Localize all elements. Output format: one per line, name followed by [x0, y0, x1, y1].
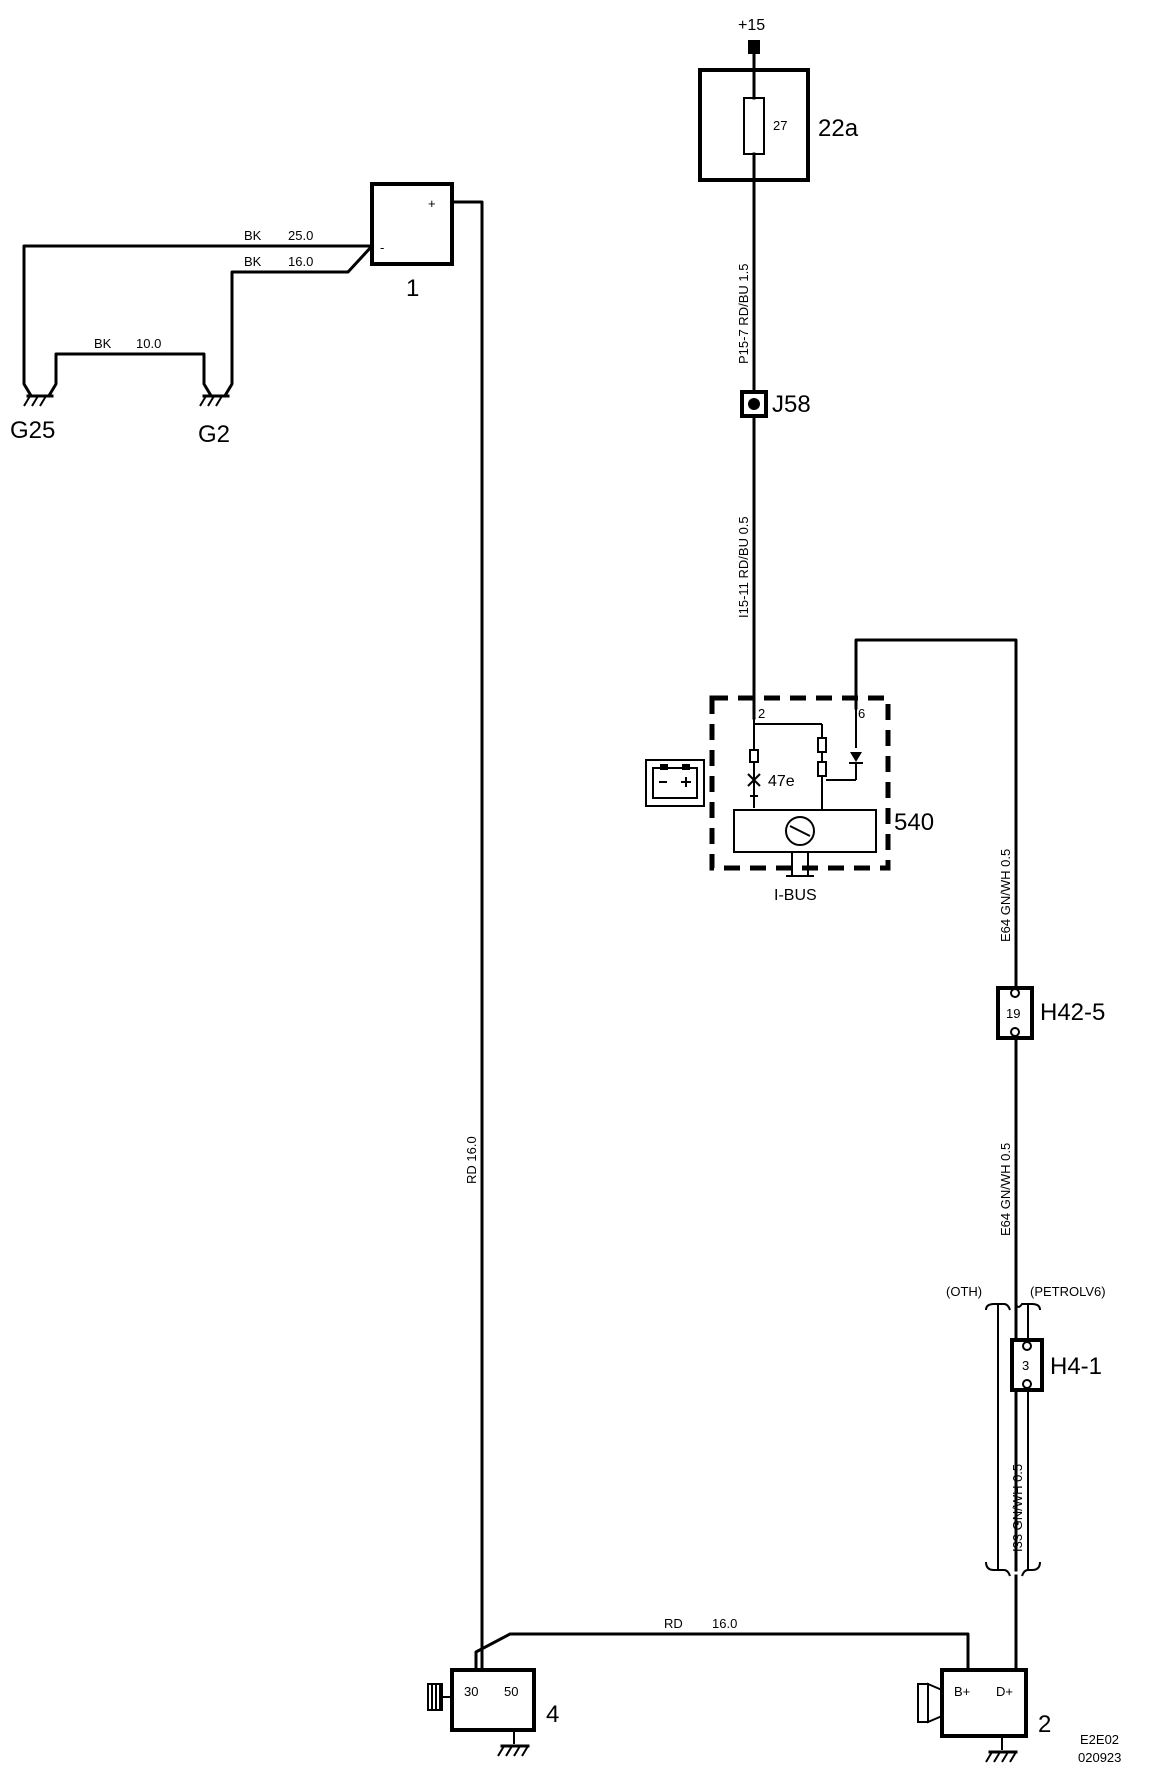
connector-j58-label: J58: [772, 391, 811, 418]
variant-petrolv6-label: (PETROLV6): [1030, 1284, 1106, 1299]
wire-rd-horizontal-color: RD: [664, 1616, 683, 1631]
wire-bk25-size: 25.0: [288, 228, 313, 243]
ground-g25-label: G25: [10, 417, 55, 444]
starter-terminal-50: 50: [504, 1684, 518, 1699]
starter-motor: [427, 1668, 536, 1757]
wire-label-e64-lower: E64 GN/WH 0.5: [998, 1143, 1013, 1236]
wire-rd-battery-starter: [450, 200, 484, 1672]
battery-label: 1: [406, 275, 419, 302]
module-label: 540: [894, 809, 934, 836]
wire-bk10-color: BK: [94, 336, 112, 351]
wire-rd-horizontal-size: 16.0: [712, 1616, 737, 1631]
connector-h42-5-label: H42-5: [1040, 999, 1105, 1026]
module-lamp-label: 47e: [768, 773, 795, 790]
wire-label-e64-upper: E64 GN/WH 0.5: [998, 849, 1013, 942]
module-pin-6: 6: [858, 706, 865, 721]
ground-g2-icon: [199, 394, 230, 407]
wire-bk16: [223, 243, 375, 397]
fuse-box-label: 22a: [818, 115, 859, 142]
wire-label-p15-7: P15-7 RD/BU 1.5: [736, 264, 751, 364]
alternator: [917, 1668, 1028, 1763]
connector-h42-5: [996, 986, 1034, 1040]
connector-h4-1-pin: 3: [1022, 1358, 1029, 1373]
wire-label-i15-11: I15-11 RD/BU 0.5: [736, 516, 751, 618]
wire-bk10-size: 10.0: [136, 336, 161, 351]
wire-rd-starter-alternator: [474, 1632, 970, 1672]
fuse-box-22a: [698, 68, 810, 182]
ground-g2-label: G2: [198, 421, 230, 448]
battery-plus: +: [428, 196, 436, 211]
supply-label: +15: [738, 17, 765, 34]
wire-bk10: [47, 352, 213, 397]
wire-bk16-color: BK: [244, 254, 262, 269]
connector-j58: [740, 390, 768, 418]
starter-label: 4: [546, 1701, 559, 1728]
supply-terminal: [748, 40, 760, 54]
wire-e64-upper: [854, 638, 1018, 990]
battery-warning-icon: [645, 759, 705, 807]
starter-terminal-30: 30: [464, 1684, 478, 1699]
alternator-dplus: D+: [996, 1684, 1013, 1699]
connector-h42-5-pin: 19: [1006, 1006, 1020, 1021]
connector-h4-1-label: H4-1: [1050, 1353, 1102, 1380]
ground-g25-icon: [23, 394, 54, 407]
module-540: [709, 695, 891, 877]
fuse-number: 27: [773, 118, 787, 133]
footer-code: E2E02: [1080, 1732, 1119, 1747]
battery-minus: -: [380, 240, 384, 255]
alternator-bplus: B+: [954, 1684, 970, 1699]
wire-bk25: [22, 244, 374, 397]
wire-label-rd-vertical: RD 16.0: [464, 1136, 479, 1184]
module-pin-2: 2: [758, 706, 765, 721]
variant-oth-label: (OTH): [946, 1284, 982, 1299]
wire-bk25-color: BK: [244, 228, 262, 243]
battery: [370, 182, 454, 266]
wire-label-i33: I33 GN/WH 0.5: [1010, 1464, 1025, 1552]
footer-date: 020923: [1078, 1750, 1121, 1765]
wire-bk16-size: 16.0: [288, 254, 313, 269]
module-bus-label: I-BUS: [774, 887, 817, 904]
alternator-label: 2: [1038, 1711, 1051, 1738]
connector-h4-1: [1010, 1338, 1044, 1392]
